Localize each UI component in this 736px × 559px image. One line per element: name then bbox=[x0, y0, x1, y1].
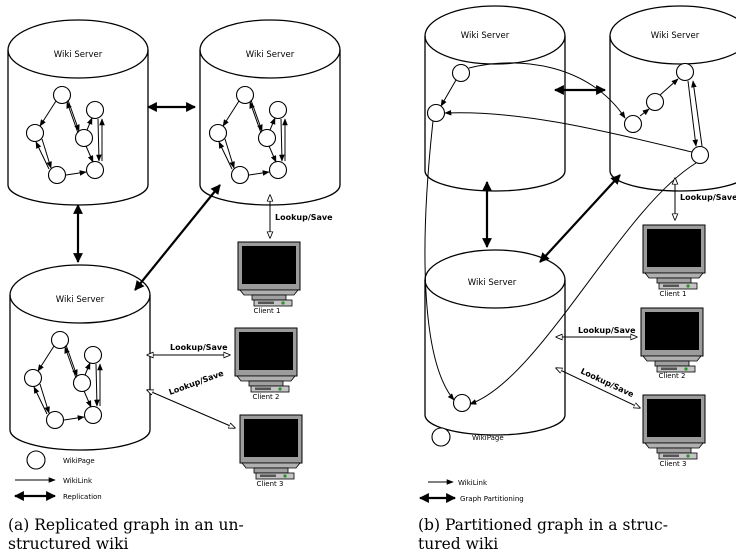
wiki-links bbox=[424, 62, 703, 405]
client-label: Client 3 bbox=[257, 480, 284, 488]
legend-wikipage-icon bbox=[26, 450, 46, 470]
server-a-top-left bbox=[7, 19, 149, 206]
server-label: Wiki Server bbox=[651, 31, 700, 41]
caption-b-line1: (b) Partitioned graph in a struc- bbox=[418, 516, 668, 534]
client-monitor-icon bbox=[642, 394, 706, 460]
server-a-bottom bbox=[9, 264, 151, 451]
server-label: Wiki Server bbox=[56, 295, 105, 305]
legend-wikipage-icon bbox=[431, 427, 451, 447]
client-label: Client 2 bbox=[253, 393, 280, 401]
caption-b: (b) Partitioned graph in a struc- tured … bbox=[418, 516, 668, 554]
client-monitor-icon bbox=[239, 414, 303, 480]
legend-wikipage: WikiPage bbox=[63, 457, 95, 465]
legend-wikilink: WikiLink bbox=[458, 479, 488, 487]
caption-a: (a) Replicated graph in an un- structure… bbox=[8, 516, 244, 554]
server-label: Wiki Server bbox=[54, 50, 103, 60]
wiki-pages bbox=[426, 62, 710, 413]
server-label: Wiki Server bbox=[246, 50, 295, 60]
client-label: Client 1 bbox=[660, 290, 687, 298]
lookup-save-link bbox=[147, 390, 235, 428]
client-label: Client 1 bbox=[254, 307, 281, 315]
client-monitor-icon bbox=[642, 224, 706, 290]
server-label: Wiki Server bbox=[468, 278, 517, 288]
lookup-save-label: Lookup/Save bbox=[578, 326, 636, 335]
legend-wikipage: WikiPage bbox=[472, 434, 504, 442]
caption-a-line1: (a) Replicated graph in an un- bbox=[8, 516, 244, 534]
client-label: Client 2 bbox=[659, 372, 686, 380]
client-monitor-icon bbox=[237, 241, 301, 307]
lookup-save-label: Lookup/Save bbox=[275, 213, 333, 222]
lookup-save-label: Lookup/Save bbox=[170, 343, 228, 352]
client-monitor-icon bbox=[640, 307, 704, 373]
lookup-save-link bbox=[556, 368, 640, 408]
caption-a-line2: structured wiki bbox=[8, 535, 129, 553]
legend-replication: Replication bbox=[63, 493, 102, 501]
caption-b-line2: tured wiki bbox=[418, 535, 499, 553]
lookup-save-label: Lookup/Save bbox=[680, 193, 736, 202]
lookup-save-label: Lookup/Save bbox=[168, 369, 226, 397]
partitioning-links bbox=[482, 85, 621, 263]
legend-wikilink: WikiLink bbox=[63, 477, 93, 485]
replication-links bbox=[73, 102, 221, 291]
client-monitor-icon bbox=[234, 327, 298, 393]
panel-a: Wiki Server Wiki Server Wiki Server Look… bbox=[7, 19, 341, 501]
server-label: Wiki Server bbox=[461, 31, 510, 41]
legend-partitioning: Graph Partitioning bbox=[460, 495, 524, 503]
panel-b: Wiki Server Wiki Server Wiki Server bbox=[419, 5, 736, 503]
client-label: Client 3 bbox=[660, 460, 687, 468]
